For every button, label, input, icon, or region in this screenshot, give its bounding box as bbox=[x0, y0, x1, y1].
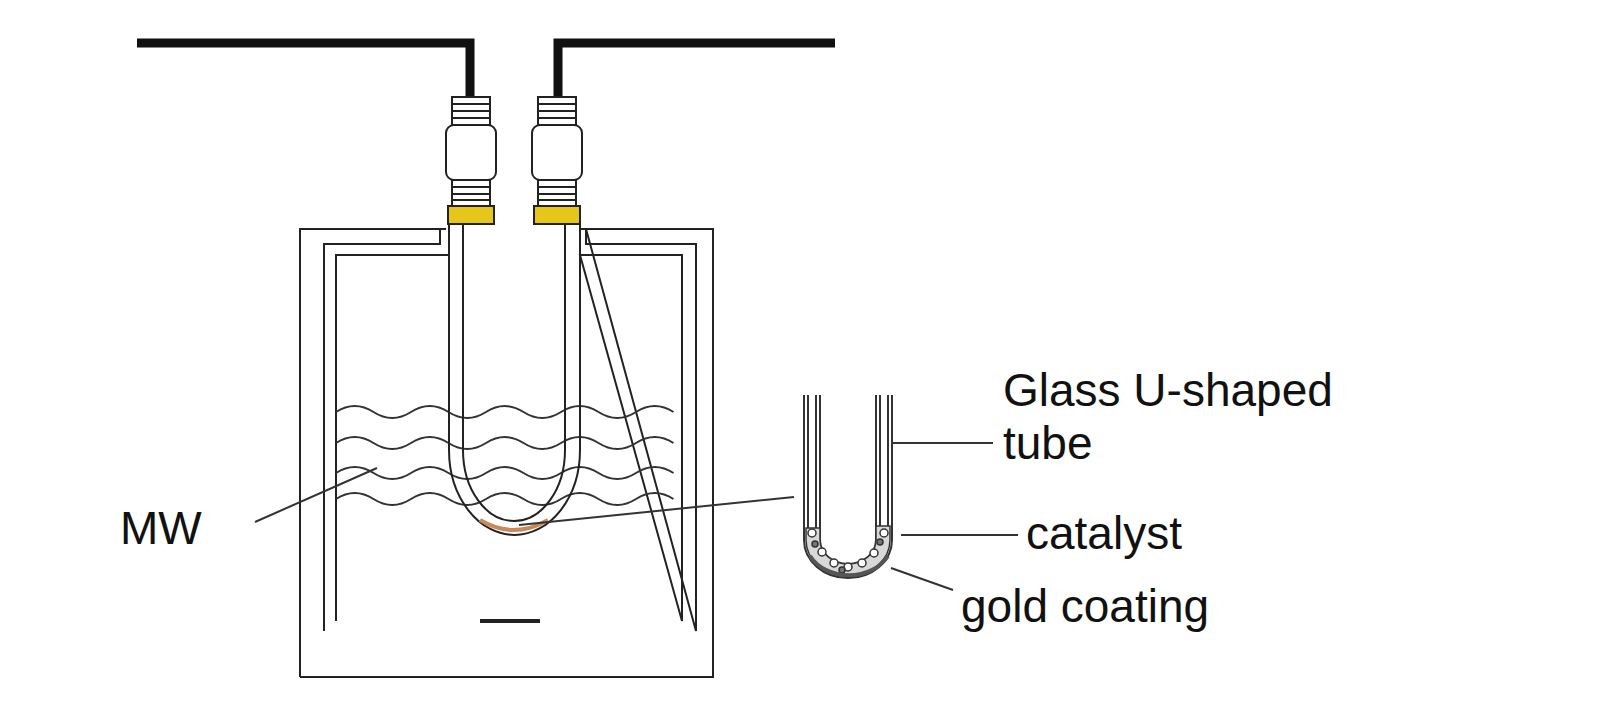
coating-label: gold coating bbox=[961, 580, 1209, 633]
tube-label: Glass U-shaped tube bbox=[1003, 364, 1433, 470]
wire bbox=[558, 43, 835, 97]
gold-coating bbox=[810, 556, 888, 575]
microwave-waves bbox=[336, 406, 674, 505]
catalyst-layer bbox=[806, 526, 890, 576]
wave-label: MW bbox=[120, 502, 202, 555]
microwave-cavity bbox=[300, 229, 713, 677]
u-tube-detail bbox=[804, 395, 892, 578]
wire bbox=[137, 43, 470, 97]
catalyst-label: catalyst bbox=[1026, 507, 1182, 560]
u-tube bbox=[449, 224, 580, 535]
connector-fitting bbox=[446, 97, 496, 224]
connector-fitting bbox=[532, 97, 582, 224]
leader-line bbox=[255, 443, 1018, 590]
